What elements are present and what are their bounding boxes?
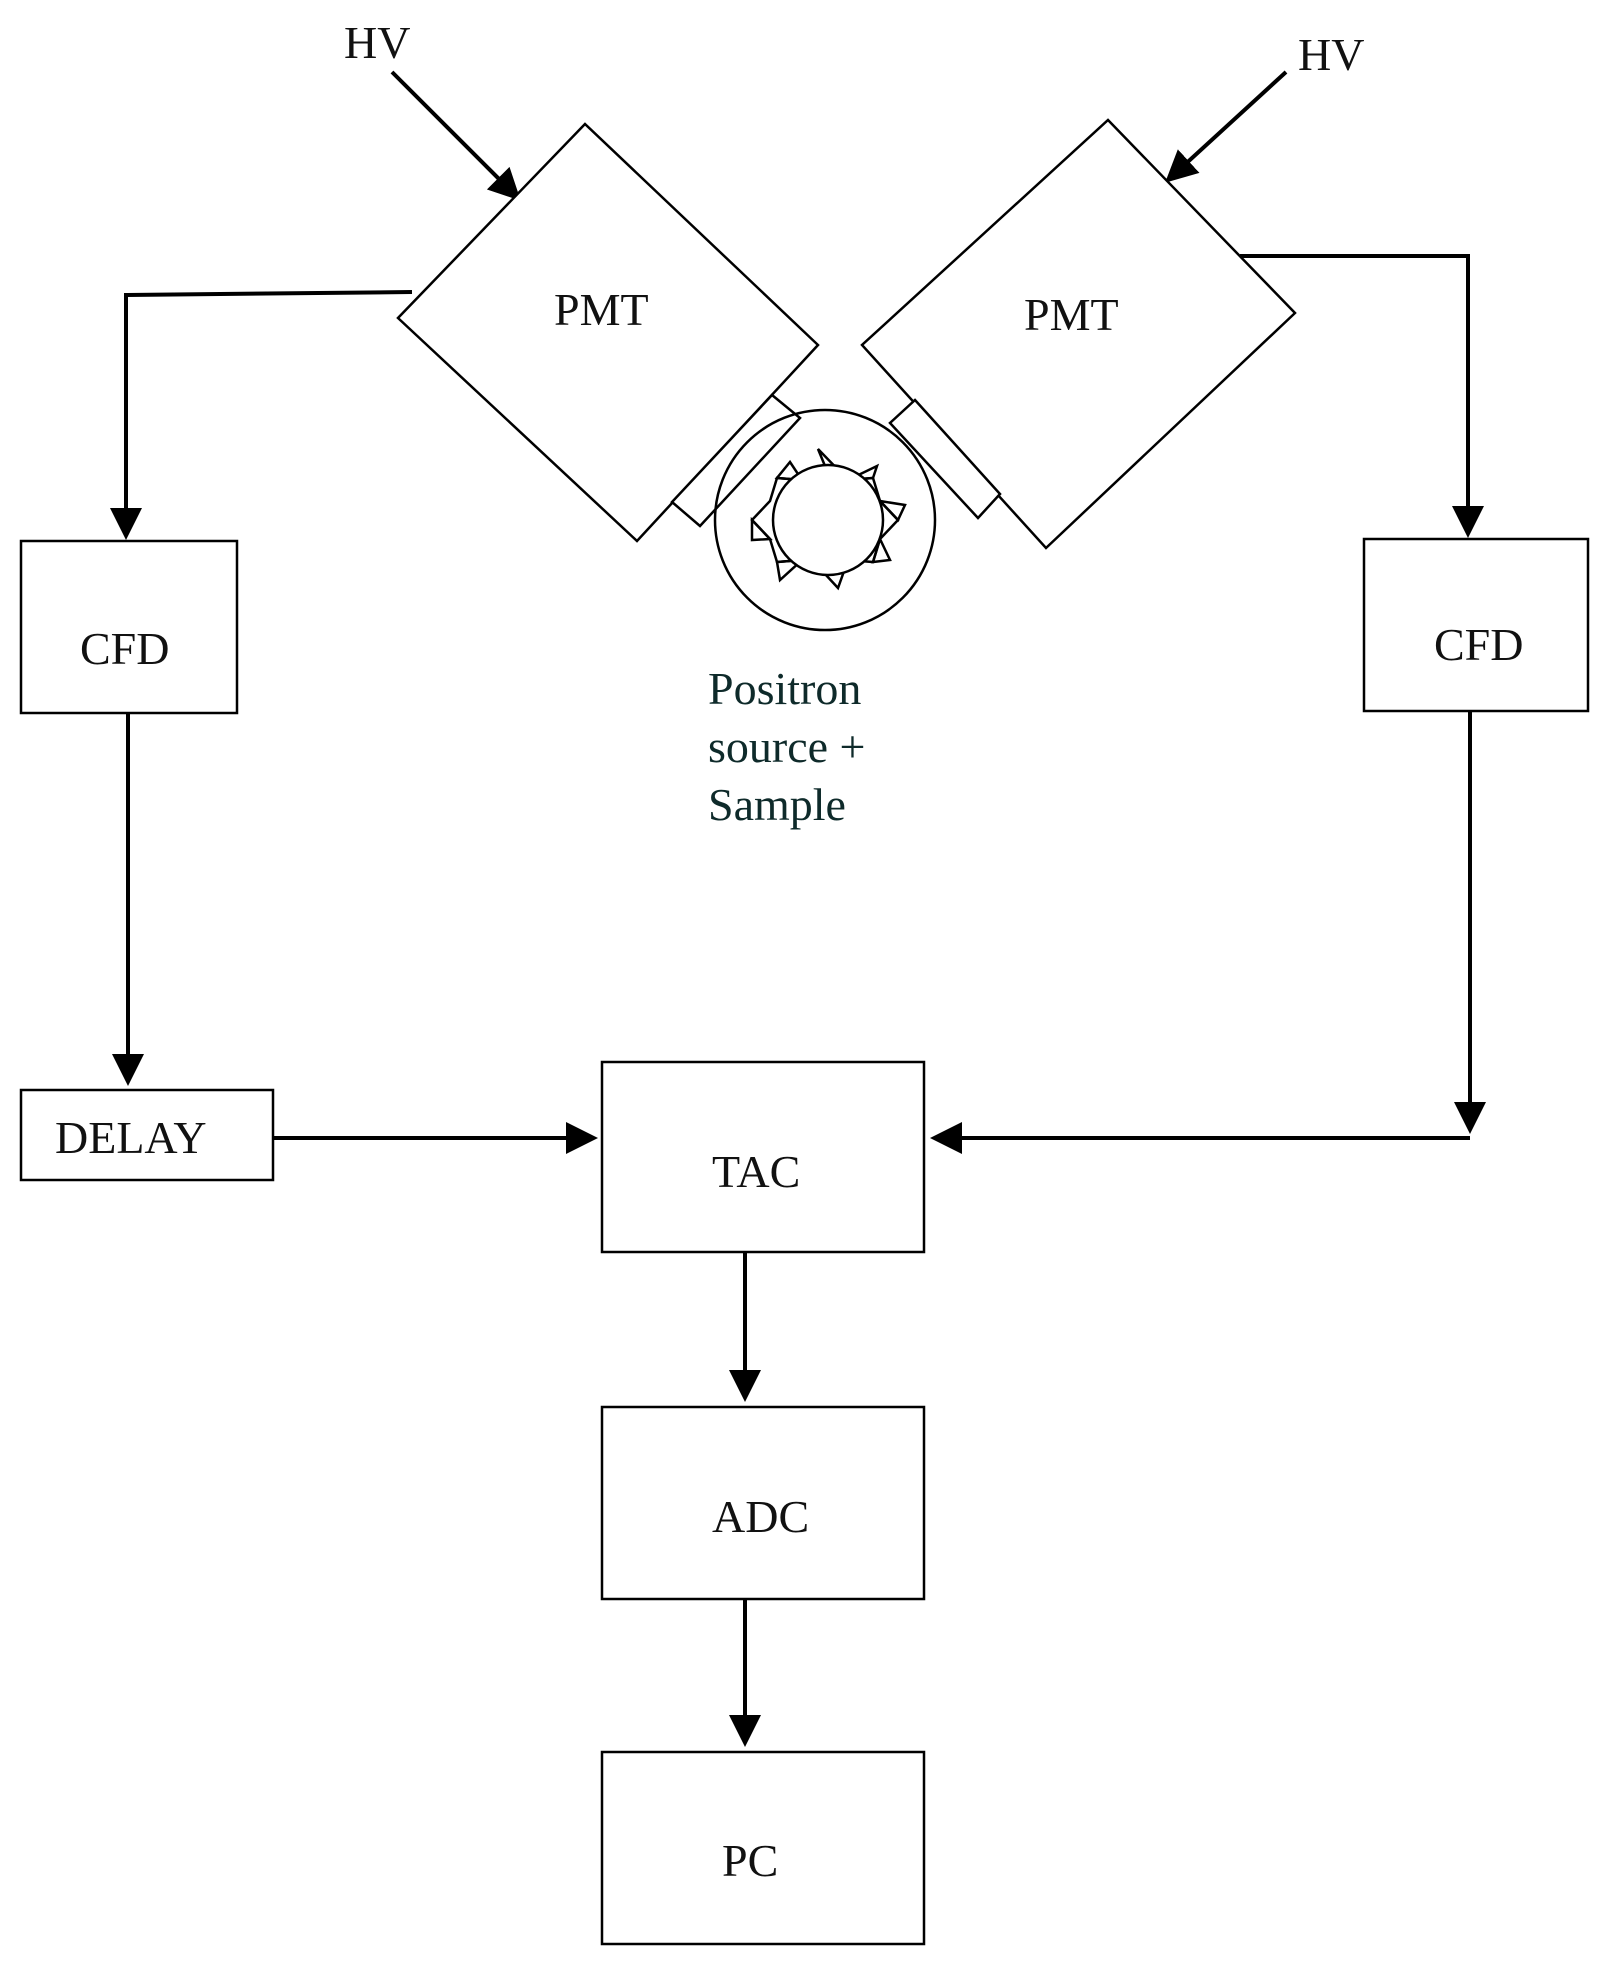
hv-left-arrow (390, 70, 521, 201)
hv-left-label: HV (344, 17, 410, 68)
cfd-left-box (19, 539, 239, 715)
positron-source-icon (713, 408, 937, 632)
pmt-right-to-cfd-wire (1240, 254, 1484, 538)
pmt-right-label: PMT (1024, 289, 1119, 340)
scintillator-right (888, 398, 1002, 520)
adc-label: ADC (712, 1491, 809, 1542)
pmt-left-to-cfd-wire (110, 290, 413, 540)
cfd-right-label: CFD (1434, 619, 1523, 670)
hv-right-arrow (1165, 70, 1288, 183)
hv-right-label: HV (1298, 29, 1364, 80)
source-label-line1: Positron (708, 663, 861, 714)
cfd-left-label: CFD (80, 623, 169, 674)
tac-label: TAC (712, 1146, 800, 1197)
source-label-line2: source + (708, 721, 866, 772)
pmt-right-box (860, 118, 1297, 550)
delay-label: DELAY (55, 1112, 207, 1163)
cfd-right-box (1362, 537, 1590, 713)
pmt-left-box (396, 122, 820, 543)
pc-label: PC (722, 1835, 778, 1886)
scintillator-left (670, 393, 802, 528)
pmt-left-label: PMT (554, 284, 649, 335)
adc-box (600, 1405, 926, 1601)
pc-box (600, 1750, 926, 1946)
delay-box (19, 1088, 275, 1182)
tac-box (600, 1060, 926, 1254)
source-label-line3: Sample (708, 779, 846, 830)
